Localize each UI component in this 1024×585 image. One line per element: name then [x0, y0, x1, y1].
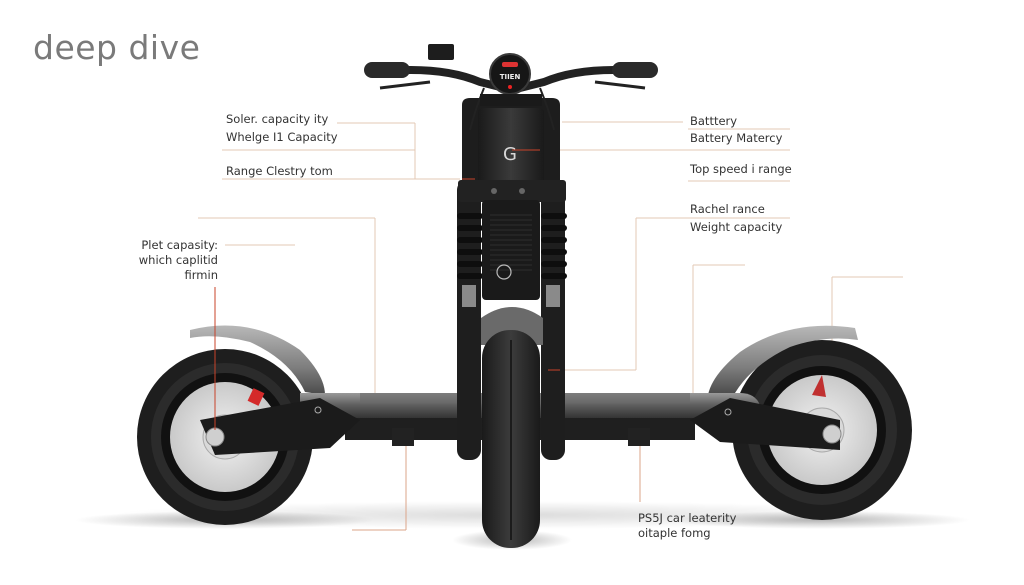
dashboard-display: TIIEN: [489, 53, 531, 95]
callout-label: Top speed i range: [690, 162, 792, 176]
callout-lines-right-top: [540, 121, 790, 182]
left-grip: [364, 62, 410, 78]
logo-g-icon: G: [503, 144, 517, 165]
callout-lines-left-top: [222, 122, 460, 180]
right-grip: [612, 62, 658, 78]
callout-label: PS5J car leaterity: [638, 511, 737, 525]
callout-label: which caplitid: [138, 253, 218, 267]
callout-label: oitaple fomg: [638, 526, 711, 540]
callout-label: Plet capasity:: [141, 238, 218, 252]
callout-label: Soler. capacity ity: [226, 112, 329, 126]
callout-label: Batttery: [690, 114, 738, 128]
callout-label: firmin: [184, 268, 218, 282]
callout-label: Whelge I1 Capacity: [226, 130, 338, 144]
callout-label: Range Clestry tom: [226, 164, 333, 178]
svg-text:TIIEN: TIIEN: [500, 73, 521, 81]
callout-label: Battery Matercy: [690, 131, 783, 145]
callout-label: Weight capacity: [690, 220, 783, 234]
suspension-springs: [457, 213, 567, 279]
page-title: deep dive: [33, 28, 201, 67]
callout-label: Rachel rance: [690, 202, 765, 216]
